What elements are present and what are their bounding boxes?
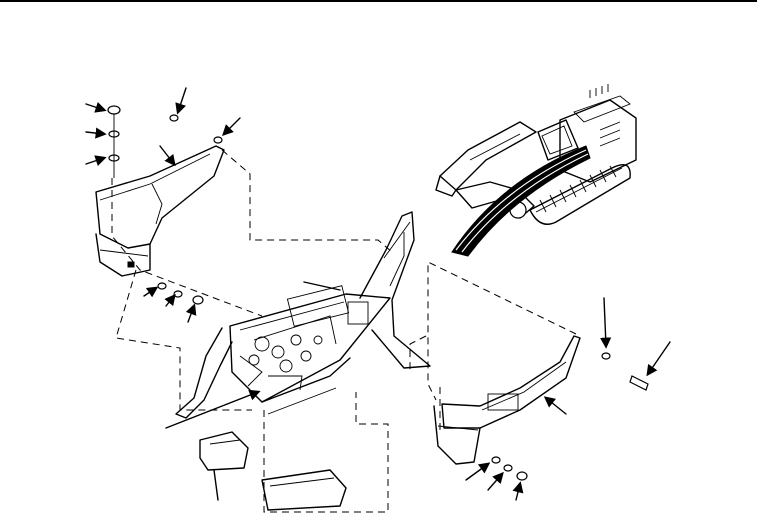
- left-side-cover: [95, 145, 225, 277]
- cab-frame: [175, 211, 431, 511]
- excavator-overview: [435, 84, 637, 257]
- left-upper-fasteners: [107, 105, 223, 178]
- left-upper-arrows: [85, 87, 241, 167]
- right-fasteners: [465, 297, 671, 501]
- right-side-cover: [433, 335, 581, 465]
- assembly-leader-lines: [111, 149, 577, 513]
- left-lower-fasteners: [143, 282, 204, 323]
- page-top-rule: [0, 0, 757, 2]
